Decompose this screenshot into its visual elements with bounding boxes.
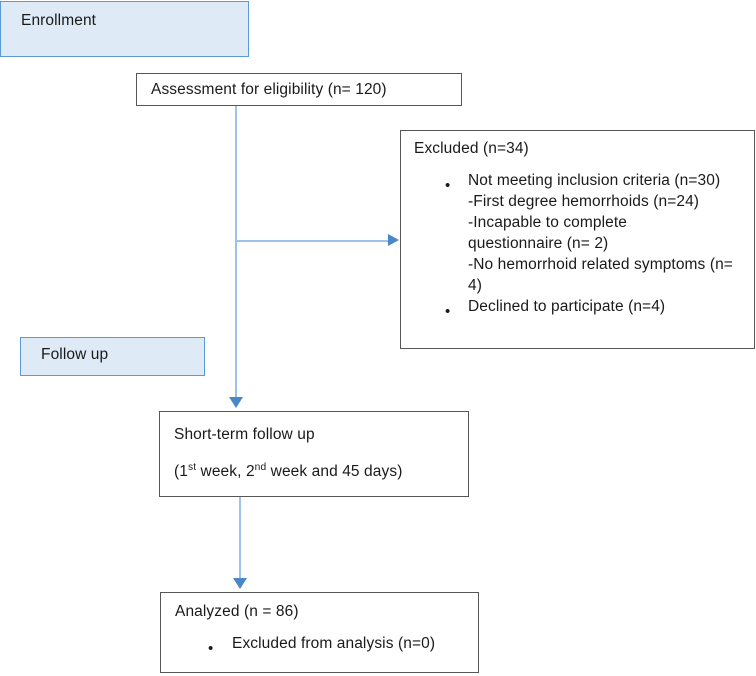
phase-label-enrollment: Enrollment (21, 12, 97, 29)
node-short-term-follow-up: Short-term follow up (1st week, 2nd week… (159, 411, 469, 497)
node-analyzed: Analyzed (n = 86) • Excluded from analys… (160, 592, 479, 673)
node-assessment-label: Assessment for eligibility (n= 120) (151, 81, 387, 98)
excluded-item-1-line-3: -Incapable to complete questionnaire (n=… (468, 214, 628, 252)
phase-banner-follow-up: Follow up (20, 337, 205, 376)
excluded-bullet-2-icon: • (445, 303, 451, 320)
arrowhead-to-analyzed (233, 578, 247, 589)
node-excluded: Excluded (n=34) • Not meeting inclusion … (400, 130, 755, 349)
arrowhead-to-excluded (388, 234, 399, 246)
stfu-sup-2: nd (254, 461, 267, 473)
arrowhead-to-short-term-follow-up (229, 397, 243, 408)
excluded-item-1-line-1: Not meeting inclusion criteria (n=30) (468, 172, 721, 189)
excluded-heading: Excluded (n=34) (414, 140, 529, 157)
excluded-item-1-line-4: -No hemorrhoid related symptoms (n= 4) (468, 256, 733, 294)
analyzed-heading: Analyzed (n = 86) (175, 603, 299, 620)
excluded-item-2-line-1: Declined to participate (n=4) (468, 298, 666, 315)
analyzed-bullet-text: Excluded from analysis (n=0) (232, 635, 436, 652)
analyzed-bullet-icon: • (208, 640, 214, 657)
stfu-mid: week, 2 (196, 463, 255, 480)
connector-main-vertical (235, 106, 237, 399)
short-term-follow-up-line-1: Short-term follow up (174, 426, 315, 443)
excluded-item-1-line-2: -First degree hemorrhoids (n=24) (468, 193, 700, 210)
short-term-follow-up-line-2: (1st week, 2nd week and 45 days) (174, 462, 402, 483)
phase-label-follow-up: Follow up (41, 346, 109, 363)
node-assessment-for-eligibility: Assessment for eligibility (n= 120) (136, 73, 462, 106)
phase-banner-enrollment: Enrollment (0, 1, 249, 57)
stfu-pre: (1 (174, 463, 188, 480)
connector-to-excluded (235, 240, 391, 242)
stfu-post: week and 45 days) (266, 463, 403, 480)
excluded-bullet-1-icon: • (445, 177, 451, 194)
connector-to-analyzed (239, 497, 241, 586)
stfu-sup-1: st (187, 461, 197, 473)
